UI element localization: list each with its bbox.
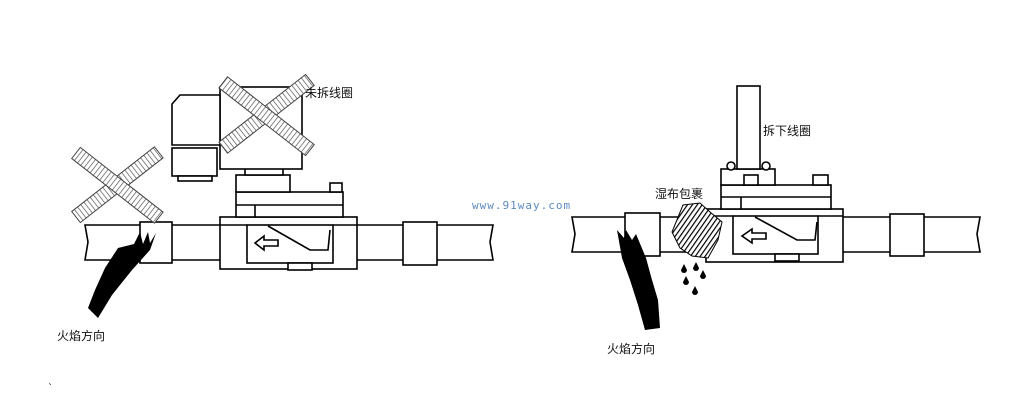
stray-mark: ` [48,383,53,394]
right-flame-label: 火焰方向 [607,342,656,356]
right-pipe-coupling [402,221,438,266]
right-flame-icon [617,230,660,330]
flow-arrow-icon [740,227,767,245]
flow-arrow-icon [253,234,279,252]
bonnet-bolt [812,174,829,186]
water-drops-icon [681,262,706,295]
prohibited-x-mark-coil [218,73,315,157]
left-flame-label: 火焰方向 [57,329,106,343]
left-coil-label: 未拆线圈 [305,86,354,100]
watermark: www.91way.com [472,199,572,212]
right-coil-label: 拆下线圈 [763,124,812,138]
bonnet-bolt [329,182,343,193]
valve-stem [736,85,761,170]
cloth-label: 湿布包裹 [655,187,704,201]
valve-diaphragm [267,225,331,251]
wet-cloth-wrap [671,202,723,259]
left-flame-icon [88,232,156,318]
coil-connector [171,94,221,146]
prohibited-x-mark-pipe [71,146,164,224]
right-valve-assembly [571,85,981,263]
valve-bottom-nub [287,262,313,271]
